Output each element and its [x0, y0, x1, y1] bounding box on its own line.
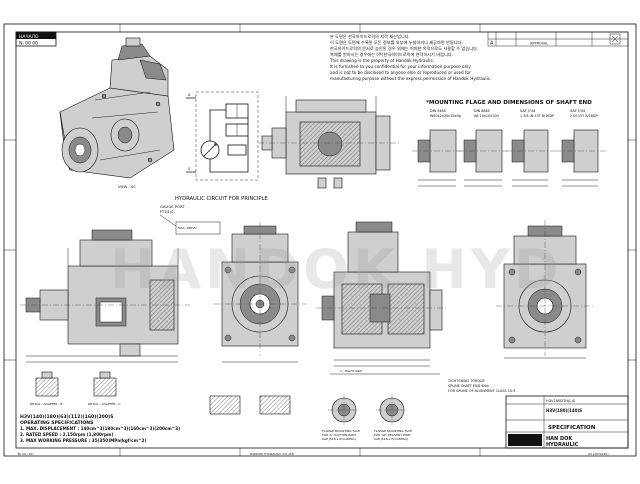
rear-view — [496, 220, 594, 359]
title-specification: SPECIFICATION — [548, 425, 596, 431]
border-ticks — [4, 24, 636, 456]
shaft-variant-3: SAE J744 1 3/4 IN 13T 8/16DP — [506, 109, 556, 173]
hydraulic-circuit: A S HYDRAULIC CIRCUIT FOR PRINCIPLE — [175, 91, 268, 202]
bottom-center-stamp: HANDOK HYDRAULIC CO.,LTD — [250, 452, 295, 456]
right-title-block: H3V180DTH(L)S H3V(180)(140)S SPECIFICATI… — [505, 395, 629, 449]
flange-mounting-diagrams: FLANGE MOUNTING FACE FOR 'A' SUCTION POR… — [209, 394, 412, 441]
shaft-2-std: DIN 6885 — [474, 109, 490, 113]
specs-block: H3V(140)(180)(63)(112)(160)(200)S OPERAT… — [20, 414, 180, 443]
bottom-left-stamp: № 00 - 00 — [18, 452, 33, 456]
isometric-view-label: VIEW - SC — [118, 185, 136, 189]
flange-view — [214, 222, 306, 363]
notice-en-4: manufacturing purpose without the expres… — [330, 76, 491, 81]
gauge-port-size: PT1/4(C) — [160, 210, 175, 214]
notice-ko-4: 복제를 원하시는 경우에는 (주)한국하이드로릭에 연락하시기 바랍니다. — [330, 51, 453, 58]
shaft-1-size: W40x2x30x18x9g — [430, 114, 461, 118]
spec-item-2: 2. RATED SPEED : 2,150rpm (1,800rpm) — [20, 432, 113, 437]
side-dim-note-1: 1 - RIGHT SIDE — [340, 369, 362, 373]
shaft-1-std: DIN 5480 — [430, 109, 446, 113]
mounting-title: *MOUNTING FLAGE AND DIMENSIONS OF SHAFT … — [426, 100, 592, 106]
revision-approved: APPROVAL — [530, 42, 548, 46]
top-side-view — [258, 96, 400, 189]
gauge-port-label: GAUGE PORT — [160, 204, 186, 209]
torque-note-2: SPLINE SHAFT END 4Nm — [448, 384, 490, 388]
shaft-3-size: 1 3/4 IN 13T 8/16DP — [520, 114, 554, 118]
shaft-4-std: SAE J744 — [570, 109, 585, 113]
detail-views: DETAIL - ADAPTER - B DETAIL - ADAPTER - … — [30, 371, 120, 406]
shaft-variant-1: DIN 5480 W40x2x30x18x9g — [412, 109, 462, 173]
hydraulic-circuit-title: HYDRAULIC CIRCUIT FOR PRINCIPLE — [175, 196, 268, 202]
title-dwg-1: H3V180DTH(L)S — [546, 399, 576, 403]
company-name-2: HYDRAULIC — [546, 442, 579, 448]
flange-label-3: SAE J518-1 P(CODE61) — [322, 437, 356, 441]
notice-en-3: and is not to be disclosed to anyone els… — [330, 70, 471, 75]
shaft-variant-2: DIN 6885 A6 10x10x100 — [458, 109, 508, 173]
spec-model: H3V(140)(180)(63)(112)(160)(200)S — [20, 414, 113, 420]
spec-item-3: 3. MAX WORKING PRESSURE : 35(350)MPa(kgf… — [20, 438, 146, 443]
bottom-right-stamp: A3 (297x420) — [588, 452, 608, 456]
shaft-end-variants: DIN 5480 W40x2x30x18x9g DIN 6885 A6 10x1… — [412, 109, 606, 187]
isometric-pump-view: VIEW - SC — [59, 37, 175, 189]
side-section-view: 1 - RIGHT SIDE — [316, 221, 446, 375]
detail-label-b: DETAIL - ADAPTER - B — [30, 402, 62, 406]
torque-note-3: FOR SPLINE OF ALIGNMENT CLASS 10.9 — [448, 389, 515, 393]
shaft-variant-4: SAE J744 2 IN 15T 8/16DP — [556, 109, 606, 173]
shaft-dimension-lines — [418, 179, 598, 187]
gauge-port-callout: GAUGE PORT PT1/4(C) MAX. SERVO — [159, 204, 221, 235]
notice-ko-2: 이 도면은 도면에 수록된 모든 정보를 외부에 누설하거나 제공하면 안됩니다… — [330, 39, 463, 46]
detail-label-c: DETAIL - ADAPTER - C — [88, 402, 120, 406]
shaft-4-size: 2 IN 15T 8/16DP — [570, 114, 598, 118]
top-left-line1: НАЧАЛО — [19, 34, 39, 40]
spec-item-1: 1. MAX. DISPLACEMENT : 140cm^3(180cm^3)(… — [20, 426, 180, 431]
flange-label-5: FOR 'AP' DELIVERY PORT — [374, 433, 411, 437]
watermark: HANDOK HYD — [110, 238, 563, 301]
notice-en-2: It is furnished to you confidential for … — [330, 64, 471, 69]
outer-border — [3, 23, 637, 457]
flange-label-6: SAE J518-1 P(CODE62) — [374, 437, 408, 441]
flange-label-4: FLANGE MOUNTING FACE — [374, 429, 412, 433]
notice-ko-1: 본 도면은 한국하이드로릭의 지적 재산입니다. — [330, 33, 410, 40]
spec-heading: OPERATING SPECIFICATIONS — [20, 420, 93, 426]
revision-table: A APPROVAL — [487, 31, 629, 47]
notice-en-1: This drawing is the property of Handok H… — [329, 58, 434, 63]
flange-label-1: FLANGE MOUNTING FACE — [322, 429, 360, 433]
shaft-3-std: SAE J744 — [520, 109, 535, 113]
top-left-line2: № 00 00 — [19, 41, 38, 47]
circuit-port-a: A — [188, 93, 191, 97]
torque-notes: TIGHTENING TORQUE SPLINE SHAFT END 4Nm F… — [447, 379, 515, 393]
notice-block: 본 도면은 한국하이드로릭의 지적 재산입니다. 이 도면은 도면에 수록된 모… — [329, 33, 491, 81]
circuit-port-s: S — [188, 167, 191, 171]
notice-ko-3: 한국하이드로릭의 문서로 승인된 경우 외에는 어떠한 목적으로도 사용할 수 … — [330, 45, 478, 52]
shaft-2-size: A6 10x10x100 — [474, 114, 499, 118]
title-dwg-2: H3V(180)(140)S — [546, 408, 582, 413]
top-left-title-box: НАЧАЛО № 00 00 — [15, 31, 57, 47]
front-view-left — [20, 229, 190, 363]
torque-note-1: TIGHTENING TORQUE — [447, 379, 485, 383]
inner-border — [15, 31, 629, 449]
company-name-1: HAN DOK — [546, 436, 573, 442]
flange-label-2: FOR 'A' SUCTION PORT — [322, 433, 356, 437]
revision-mark: A — [490, 41, 494, 47]
callout-note: MAX. SERVO — [178, 226, 197, 230]
